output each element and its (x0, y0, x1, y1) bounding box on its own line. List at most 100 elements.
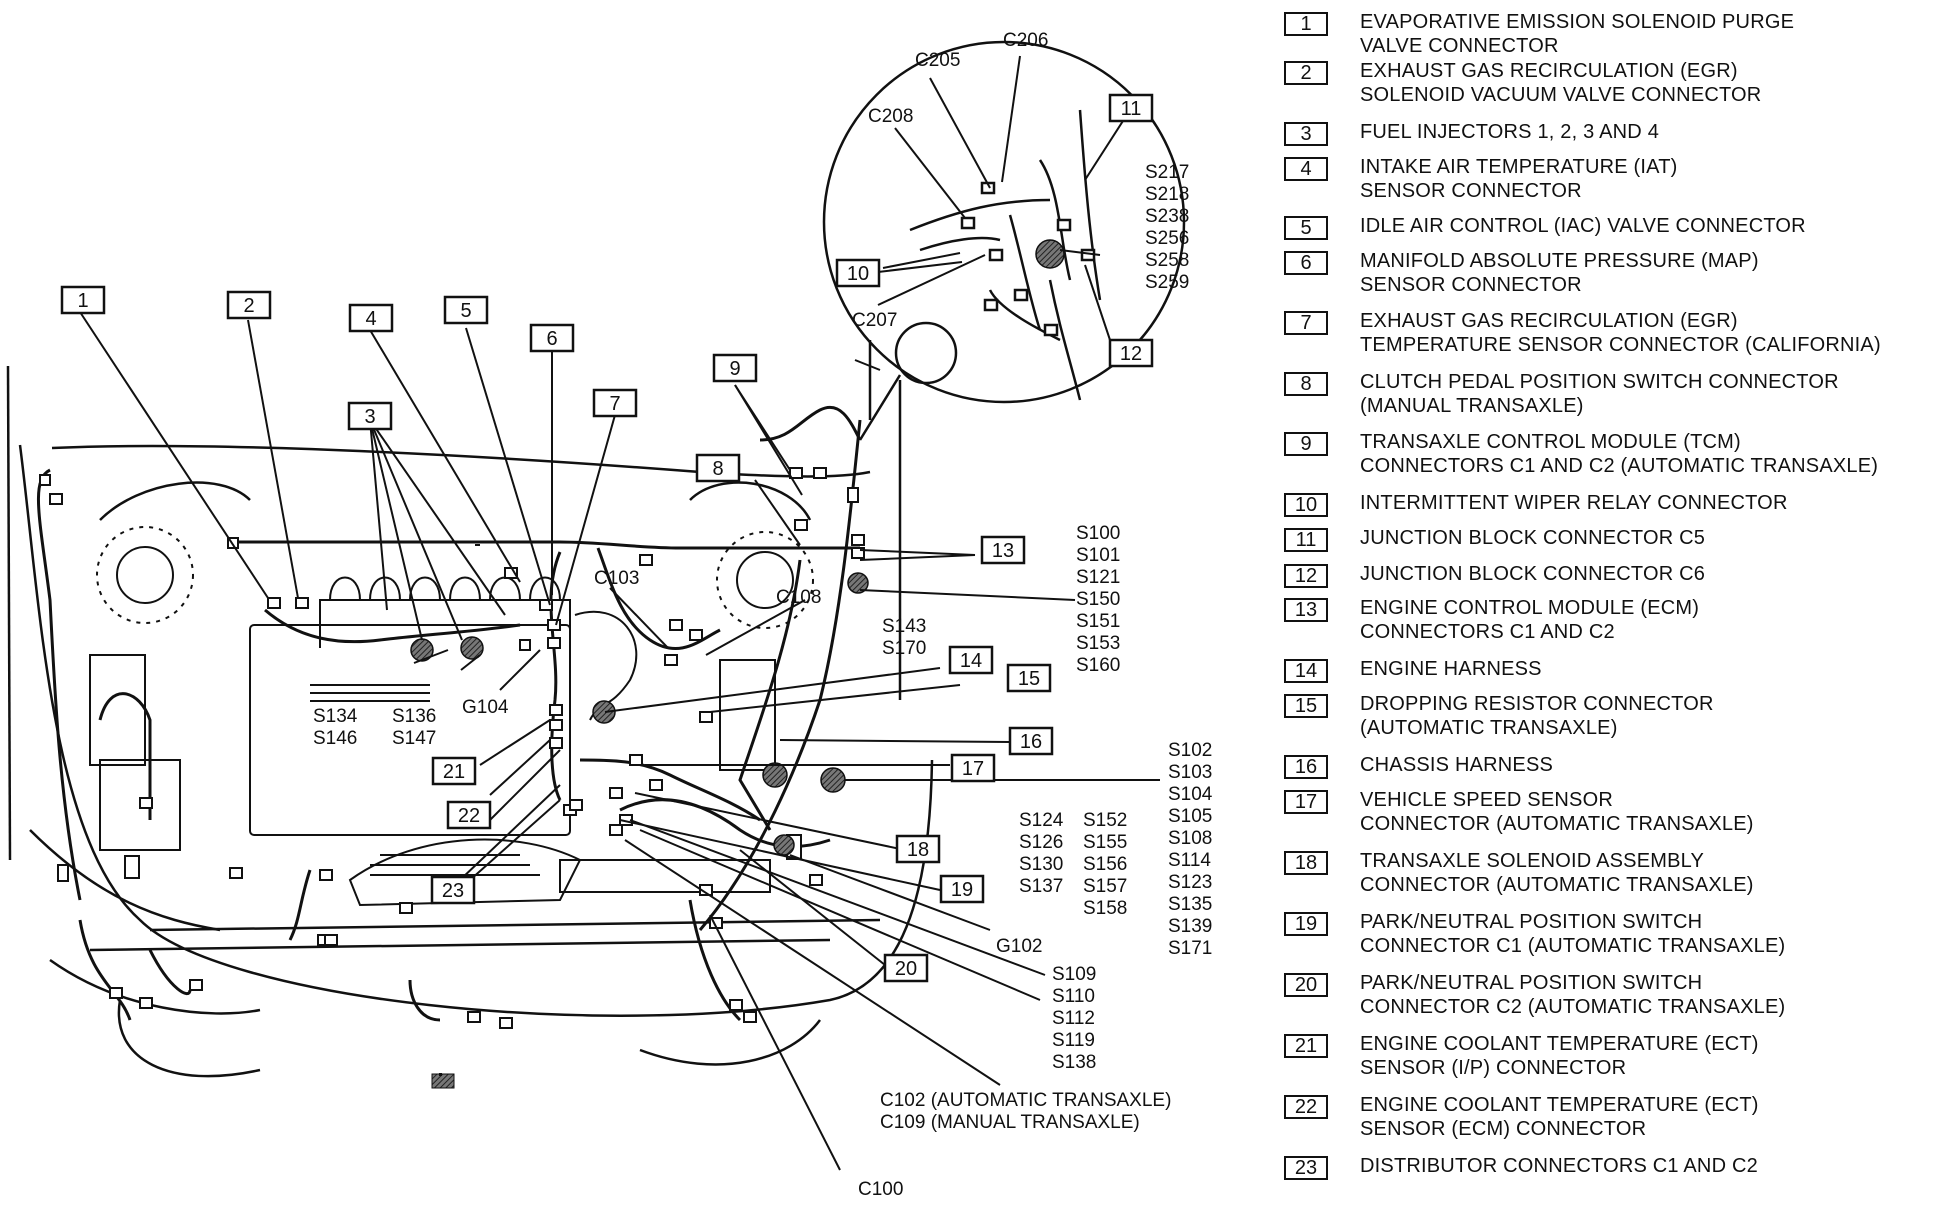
callout-8: 8 (712, 458, 723, 480)
callout-19: 19 (951, 879, 973, 901)
legend-item: 2 EXHAUST GAS RECIRCULATION (EGR) SOLENO… (1284, 59, 1934, 120)
label-splice-c: S143 S170 (882, 616, 932, 659)
callout-15: 15 (1018, 668, 1040, 690)
callout-16: 16 (1020, 731, 1042, 753)
wiring-harness (37, 405, 862, 1022)
legend-item: 9 TRANSAXLE CONTROL MODULE (TCM) CONNECT… (1284, 430, 1934, 491)
legend-item: 16 CHASSIS HARNESS (1284, 753, 1934, 788)
legend-item: 20 PARK/NEUTRAL POSITION SWITCH CONNECTO… (1284, 971, 1934, 1032)
callout-1: 1 (77, 290, 88, 312)
legend-number: 1 (1284, 12, 1328, 36)
label-s136: S136 (392, 706, 436, 727)
zoom-inset (822, 40, 1186, 441)
splice-s104: S104 (1168, 784, 1213, 805)
legend-number: 15 (1284, 694, 1328, 718)
splice-s155: S155 (1083, 832, 1127, 853)
splice-s114: S114 (1168, 850, 1211, 871)
legend-item: 3 FUEL INJECTORS 1, 2, 3 AND 4 (1284, 120, 1934, 155)
legend-item: 23 DISTRIBUTOR CONNECTORS C1 AND C2 (1284, 1154, 1934, 1189)
legend-text: ENGINE HARNESS (1360, 658, 1542, 680)
callout-17: 17 (962, 758, 984, 780)
legend-text: MANIFOLD ABSOLUTE PRESSURE (MAP) SENSOR … (1360, 250, 1759, 296)
legend-item: 22 ENGINE COOLANT TEMPERATURE (ECT) SENS… (1284, 1093, 1934, 1154)
legend-item: 13 ENGINE CONTROL MODULE (ECM) CONNECTOR… (1284, 596, 1934, 657)
legend-text: PARK/NEUTRAL POSITION SWITCH CONNECTOR C… (1360, 972, 1786, 1018)
label-s134: S134 (313, 706, 358, 727)
legend-item: 10 INTERMITTENT WIPER RELAY CONNECTOR (1284, 491, 1934, 526)
legend-number: 16 (1284, 755, 1328, 779)
legend-text: IDLE AIR CONTROL (IAC) VALVE CONNECTOR (1360, 215, 1806, 237)
legend-number: 18 (1284, 851, 1328, 875)
legend-text: CHASSIS HARNESS (1360, 754, 1554, 776)
legend-number: 23 (1284, 1156, 1328, 1180)
splice-s171: S171 (1168, 938, 1212, 959)
callout-22: 22 (458, 805, 480, 827)
legend-text: JUNCTION BLOCK CONNECTOR C6 (1360, 563, 1706, 585)
splice-s139: S139 (1168, 916, 1212, 937)
legend-text: TRANSAXLE CONTROL MODULE (TCM) CONNECTOR… (1360, 431, 1879, 477)
legend-text: ENGINE COOLANT TEMPERATURE (ECT) SENSOR … (1360, 1033, 1759, 1079)
callout-numbers: 1 2 3 4 5 6 7 8 9 10 11 12 13 14 15 16 1… (77, 98, 1142, 980)
label-c206: C206 (1003, 30, 1048, 51)
legend-number: 14 (1284, 659, 1328, 683)
label-splice-d: S102 S103 S104 S105 S108 S114 S123 S135 … (1168, 740, 1218, 959)
callout-boxes (60, 93, 1154, 983)
splice-s170: S170 (882, 638, 926, 659)
legend-number: 21 (1284, 1034, 1328, 1058)
legend-number: 9 (1284, 432, 1328, 456)
callout-13: 13 (992, 540, 1014, 562)
splice-s153: S153 (1076, 633, 1120, 654)
splice-s151: S151 (1076, 611, 1120, 632)
splice-s217: S217 (1145, 162, 1189, 183)
label-c205: C205 (915, 50, 960, 71)
label-splice-f: S109 S110 S112 S119 S138 (1052, 964, 1102, 1073)
splice-s100: S100 (1076, 523, 1120, 544)
legend-item: 15 DROPPING RESISTOR CONNECTOR (AUTOMATI… (1284, 692, 1934, 753)
splice-s124: S124 (1019, 810, 1064, 831)
splice-s150: S150 (1076, 589, 1120, 610)
legend-text: CLUTCH PEDAL POSITION SWITCH CONNECTOR (… (1360, 371, 1839, 417)
label-splice-e2: S152 S155 S156 S157 S158 (1083, 810, 1133, 919)
splice-s105: S105 (1168, 806, 1212, 827)
legend-text: EVAPORATIVE EMISSION SOLENOID PURGE VALV… (1360, 11, 1795, 57)
splice-s126: S126 (1019, 832, 1063, 853)
callout-6: 6 (546, 328, 557, 350)
legend-text: EXHAUST GAS RECIRCULATION (EGR) SOLENOID… (1360, 60, 1762, 106)
legend-number: 19 (1284, 912, 1328, 936)
callout-21: 21 (443, 761, 465, 783)
callout-14: 14 (960, 650, 982, 672)
label-c102: C102 (AUTOMATIC TRANSAXLE) (880, 1090, 1171, 1111)
legend-number: 17 (1284, 790, 1328, 814)
splice-s103: S103 (1168, 762, 1212, 783)
splice-points (410, 239, 1065, 856)
splice-s156: S156 (1083, 854, 1127, 875)
callout-2: 2 (243, 295, 254, 317)
splice-s108: S108 (1168, 828, 1212, 849)
label-g104: G104 (462, 697, 509, 718)
legend-text: PARK/NEUTRAL POSITION SWITCH CONNECTOR C… (1360, 911, 1786, 957)
legend-text: JUNCTION BLOCK CONNECTOR C5 (1360, 527, 1706, 549)
splice-s121: S121 (1076, 567, 1120, 588)
callout-7: 7 (609, 393, 620, 415)
strut-tower-right (716, 531, 814, 629)
splice-s256: S256 (1145, 228, 1189, 249)
legend-number: 2 (1284, 61, 1328, 85)
leader-lines (79, 55, 1160, 1171)
legend-item: 6 MANIFOLD ABSOLUTE PRESSURE (MAP) SENSO… (1284, 249, 1934, 309)
callout-12: 12 (1120, 343, 1142, 365)
label-g102: G102 (996, 936, 1042, 957)
legend-text: DISTRIBUTOR CONNECTORS C1 AND C2 (1360, 1155, 1758, 1177)
legend-text: EXHAUST GAS RECIRCULATION (EGR) TEMPERAT… (1360, 310, 1881, 356)
splice-s152: S152 (1083, 810, 1127, 831)
splice-s112: S112 (1052, 1008, 1095, 1029)
legend-item: 5 IDLE AIR CONTROL (IAC) VALVE CONNECTOR (1284, 214, 1934, 249)
vehicle-body-outline (6, 365, 934, 1078)
splice-s258: S258 (1145, 250, 1189, 271)
splice-s110: S110 (1052, 986, 1095, 1007)
legend-item: 8 CLUTCH PEDAL POSITION SWITCH CONNECTOR… (1284, 370, 1934, 430)
label-c100: C100 (858, 1179, 903, 1200)
splice-s137: S137 (1019, 876, 1063, 897)
legend-item: 14 ENGINE HARNESS (1284, 657, 1934, 692)
splice-s123: S123 (1168, 872, 1212, 893)
legend-text: TRANSAXLE SOLENOID ASSEMBLY CONNECTOR (A… (1360, 850, 1754, 896)
